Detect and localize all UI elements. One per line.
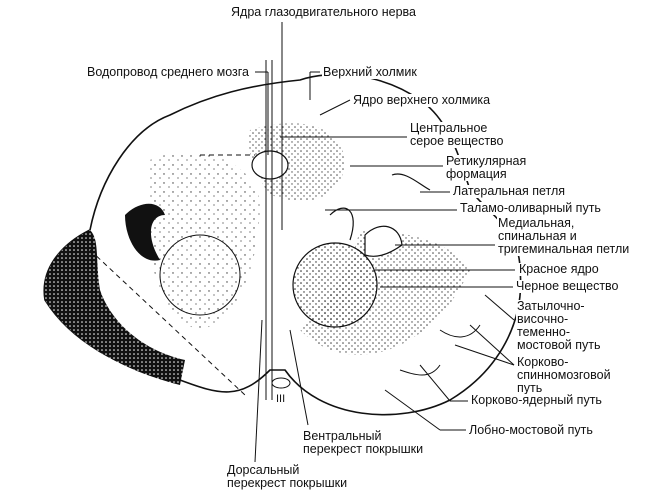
label-central-gray: Центральное серое вещество <box>409 122 505 148</box>
label-superior-colliculus-nucleus: Ядро верхнего холмика <box>352 93 492 107</box>
label-line: Вентральный <box>303 429 382 443</box>
label-line: путь <box>517 381 543 395</box>
tegmentum-stipple <box>147 152 260 330</box>
label-nerve-III: III <box>275 393 287 406</box>
label-line: серое вещество <box>410 134 504 148</box>
aqueduct-shape <box>251 150 289 180</box>
label-line: мостовой путь <box>517 338 601 352</box>
label-line: Дорсальный <box>227 463 300 477</box>
label-line: спинальная и <box>498 229 577 243</box>
label-line: теменно- <box>517 325 571 339</box>
label-line: Центральное <box>410 121 488 135</box>
label-line: Корково- <box>517 355 569 369</box>
label-corticonuclear: Корково-ядерный путь <box>470 393 603 407</box>
label-frontopontine: Лобно-мостовой путь <box>468 423 594 437</box>
left-red-nucleus <box>159 234 241 316</box>
label-ventral-decussation: Вентральный перекрест покрышки <box>302 429 425 456</box>
label-reticular-formation: Ретикулярная формация <box>445 154 528 181</box>
red-nucleus <box>292 242 378 328</box>
label-lemnisci: Медиальная, спинальная и тригеминальная … <box>497 216 631 256</box>
label-line: височно- <box>517 312 569 326</box>
label-line: формация <box>446 167 507 181</box>
label-aqueduct: Водопровод среднего мозга <box>86 65 250 79</box>
label-line: перекрест покрышки <box>303 442 424 456</box>
label-line: спинномозговой <box>517 368 611 382</box>
label-occipito-temporo-parietal-pontine: Затылочно- височно- теменно- мостовой пу… <box>516 300 602 352</box>
label-line: Медиальная, <box>498 216 575 230</box>
left-peduncle-dark <box>44 230 185 385</box>
label-line: Затылочно- <box>517 299 585 313</box>
label-oculomotor-nuclei: Ядра глазодвигательного нерва <box>230 5 417 19</box>
leader-lines <box>254 22 515 463</box>
label-lateral-lemniscus: Латеральная петля <box>452 184 567 198</box>
left-dark-crescent <box>125 203 165 261</box>
label-line: тригеминальная петли <box>498 242 630 256</box>
nerve-III-root <box>271 377 291 389</box>
central-gray-stipple <box>248 123 345 201</box>
label-line: Ретикулярная <box>446 154 527 168</box>
label-line: перекрест покрышки <box>227 476 348 490</box>
label-thalamo-olivary: Таламо-оливарный путь <box>459 201 602 215</box>
label-superior-colliculus: Верхний холмик <box>322 65 418 79</box>
label-red-nucleus: Красное ядро <box>518 262 600 276</box>
label-corticospinal: Корково- спинномозговой путь <box>516 356 612 395</box>
label-substantia-nigra: Черное вещество <box>515 279 620 293</box>
label-dorsal-decussation: Дорсальный перекрест покрышки <box>226 463 349 490</box>
